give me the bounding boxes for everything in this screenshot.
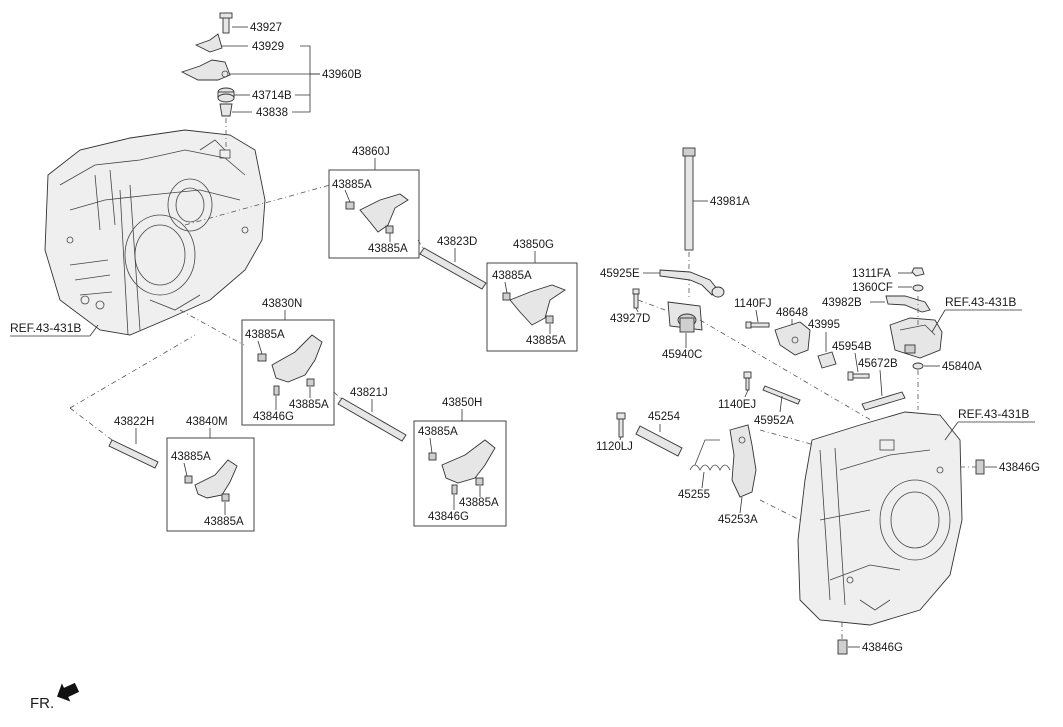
shift-fork-43860J (345, 193, 409, 234)
label-43885A-7: 43885A (418, 426, 458, 438)
label-43838: 43838 (256, 107, 288, 119)
label-1311FA: 1311FA (852, 268, 891, 280)
front-direction-arrow-icon (57, 682, 80, 702)
label-43885A-4: 43885A (526, 335, 566, 347)
label-43929: 43929 (252, 41, 284, 53)
box-43830N (241, 319, 335, 426)
label-43885A-1: 43885A (332, 179, 372, 191)
label-43846G-1: 43846G (253, 411, 294, 423)
label-43927D: 43927D (610, 313, 650, 325)
label-43850H: 43850H (442, 397, 482, 409)
label-43885A-10: 43885A (204, 516, 244, 528)
label-43885A-2: 43885A (368, 243, 408, 255)
ref-left: REF.43-431B (10, 321, 81, 335)
shift-rod-43822H (108, 439, 159, 469)
bolt-1140FJ (745, 321, 770, 329)
nut-1311FA (911, 267, 925, 277)
bracket-48648 (774, 321, 811, 356)
plate-45672B (861, 391, 906, 411)
bolt-1120LJ (616, 412, 626, 438)
label-43860J: 43860J (352, 146, 390, 158)
box-43840M (166, 437, 255, 532)
label-43840M: 43840M (186, 416, 228, 428)
label-43830N: 43830N (262, 298, 302, 310)
position-sensor (889, 317, 943, 359)
label-43822H: 43822H (114, 416, 154, 428)
direction-label: FR. (30, 695, 54, 712)
label-45840A: 45840A (942, 361, 982, 373)
label-43846G-2: 43846G (428, 511, 469, 523)
label-43850G: 43850G (513, 239, 554, 251)
lever-45925E (659, 269, 725, 298)
top-detent-assembly (180, 12, 235, 150)
label-45255: 45255 (678, 489, 710, 501)
pin-45952A (762, 385, 801, 405)
label-43960B: 43960B (322, 69, 362, 81)
label-1140EJ: 1140EJ (718, 399, 756, 411)
label-43714B: 43714B (252, 90, 292, 102)
label-43821J: 43821J (350, 387, 388, 399)
ref-right-mid: REF.43-431B (958, 407, 1029, 421)
label-45254: 45254 (648, 411, 681, 423)
label-1140FJ: 1140FJ (734, 298, 772, 310)
plug-43846G-bottom (837, 639, 848, 655)
bolt-43927D (632, 288, 640, 309)
shift-fork-43840M (184, 459, 238, 502)
label-48648: 48648 (776, 307, 808, 319)
label-43885A-5: 43885A (245, 329, 285, 341)
ref-right-top: REF.43-431B (945, 295, 1016, 309)
lever-45253A (729, 424, 757, 498)
shift-rod-43823D (419, 247, 487, 290)
box-43860J (328, 169, 420, 259)
label-43995: 43995 (808, 319, 840, 331)
right-transmission-case (797, 411, 963, 626)
pin-45954B (847, 371, 870, 381)
label-43846G-4: 43846G (862, 642, 903, 654)
label-43885A-6: 43885A (289, 399, 329, 411)
shift-fork-43830N (257, 334, 323, 396)
label-43885A-3: 43885A (492, 270, 532, 282)
left-transmission-case (44, 129, 266, 336)
pin-45254 (635, 425, 683, 457)
oring-45840A (912, 362, 924, 370)
label-43981A: 43981A (710, 196, 750, 208)
label-43982B: 43982B (822, 297, 862, 309)
box-43850H (413, 420, 507, 527)
lever-43982B (885, 295, 931, 313)
label-45253A: 45253A (718, 514, 758, 526)
shift-fork-43850H (428, 439, 496, 495)
bracket-45940C (667, 301, 703, 333)
box-43850G (486, 262, 578, 352)
washer-1360CF (912, 284, 924, 292)
label-1120LJ: 1120LJ (596, 441, 633, 453)
label-45940C: 45940C (662, 349, 702, 361)
bolt-1140EJ (743, 371, 752, 391)
label-43927: 43927 (250, 22, 282, 34)
spring-45255 (689, 439, 731, 471)
label-43846G-3: 43846G (999, 462, 1040, 474)
label-43885A-9: 43885A (171, 451, 211, 463)
shift-fork-43850G (502, 284, 566, 326)
label-45925E: 45925E (600, 268, 640, 280)
plug-43846G-right (975, 459, 985, 475)
part-43995 (817, 351, 837, 369)
label-43885A-8: 43885A (459, 497, 499, 509)
shift-rod-43821J (337, 397, 407, 442)
label-45954B: 45954B (832, 341, 872, 353)
label-45672B: 45672B (858, 358, 898, 370)
label-45952A: 45952A (754, 415, 794, 427)
label-1360CF: 1360CF (852, 282, 893, 294)
label-43823D: 43823D (437, 236, 477, 248)
shift-shaft-43981A (682, 147, 696, 251)
